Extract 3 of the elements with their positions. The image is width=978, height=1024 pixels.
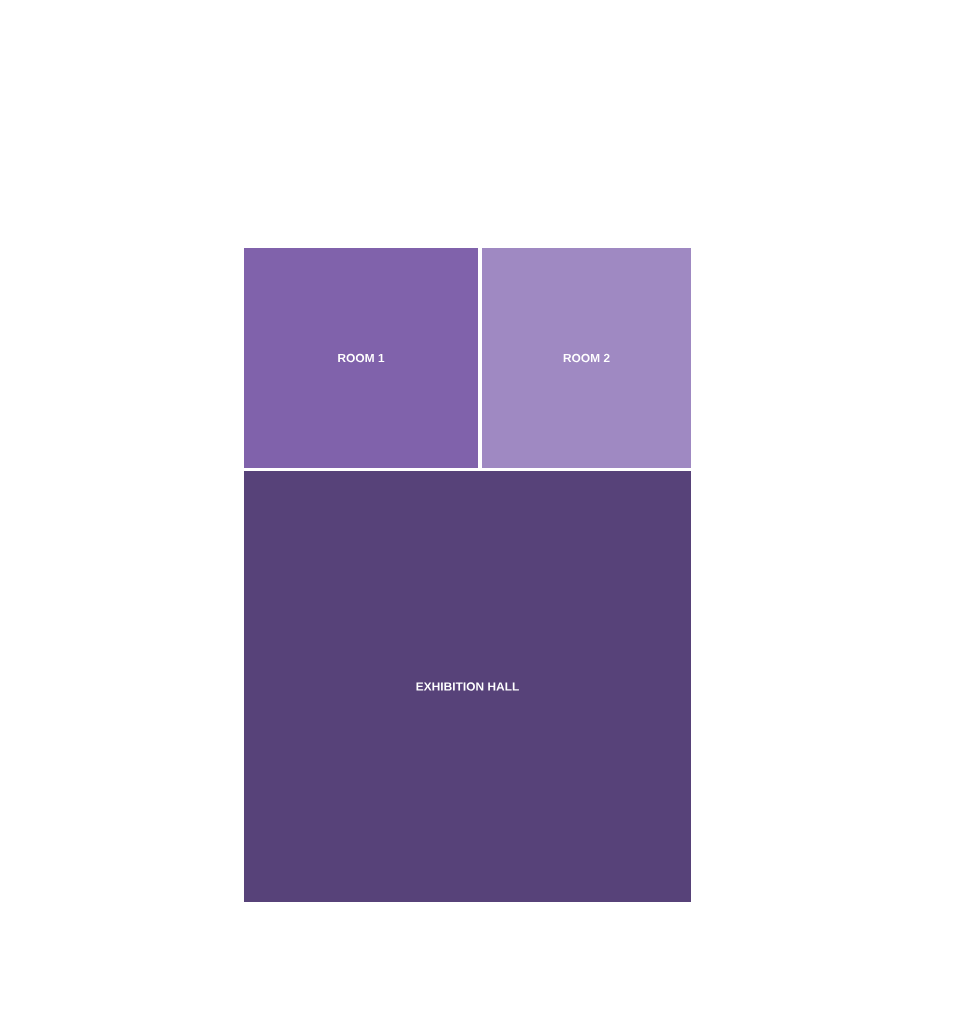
room: ROOM 2 xyxy=(482,248,691,468)
room: EXHIBITION HALL xyxy=(244,471,691,902)
room: ROOM 1 xyxy=(244,248,478,468)
